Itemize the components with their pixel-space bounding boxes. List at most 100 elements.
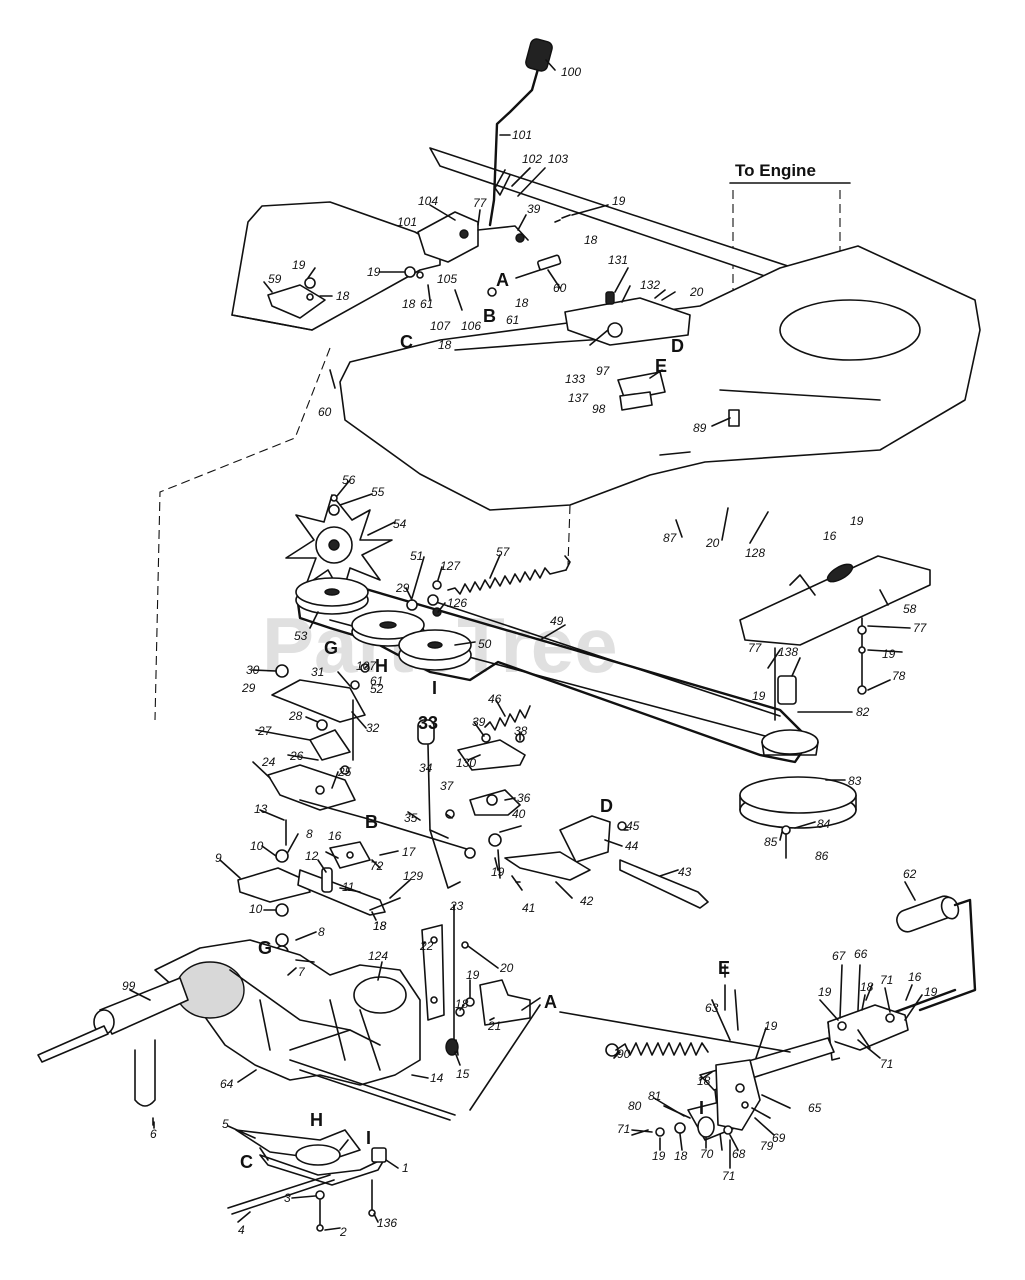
callout: 101: [397, 215, 417, 229]
axle-99: [37, 977, 189, 1063]
ref-letter: I: [432, 678, 437, 698]
callout: 31: [311, 665, 324, 679]
callout: 132: [640, 278, 660, 292]
callout: 71: [617, 1122, 630, 1136]
callout: 84: [817, 817, 831, 831]
callout: 12: [305, 849, 319, 863]
callout: 36: [517, 791, 531, 805]
callout: 1: [402, 1161, 409, 1175]
ubolt-6: [134, 1039, 156, 1126]
clutch-spring-46: [484, 705, 531, 731]
callout: 45: [626, 819, 640, 833]
callout: 26: [289, 749, 304, 763]
callout: 67: [832, 949, 847, 963]
callout: 103: [548, 152, 568, 166]
callout: 18: [455, 997, 469, 1011]
ref-letter: A: [496, 270, 509, 290]
callout: 27: [257, 724, 273, 738]
callout: 19: [818, 985, 832, 999]
callout: 30: [246, 663, 260, 677]
callout: 17: [402, 845, 417, 859]
callout: 85: [764, 835, 778, 849]
callout: 105: [437, 272, 457, 286]
callout: 83: [848, 774, 862, 788]
clutch-bracket-58: [739, 555, 931, 695]
pulleys: [295, 577, 472, 671]
callout: 53: [294, 629, 308, 643]
callout: 124: [368, 949, 388, 963]
callout: 35: [404, 811, 418, 825]
callout: 25: [337, 765, 352, 779]
callout: 19: [850, 514, 864, 528]
callout: 14: [430, 1071, 444, 1085]
callout: 98: [592, 402, 606, 416]
callout: 138: [778, 645, 798, 659]
callout: 60: [553, 281, 567, 295]
callout: 49: [550, 614, 564, 628]
callout: 107: [356, 659, 377, 673]
callout: 137: [568, 391, 589, 405]
shift-linkage: [237, 819, 401, 981]
ref-letter: G: [324, 638, 338, 658]
callout: 20: [689, 285, 704, 299]
callout: 18: [402, 297, 416, 311]
callout: 19: [882, 647, 896, 661]
callout: 46: [488, 692, 502, 706]
callout: 64: [220, 1077, 234, 1091]
callout: 69: [772, 1131, 786, 1145]
callout: 79: [760, 1139, 774, 1153]
callout: 99: [122, 979, 136, 993]
brake-lever-plates: [631, 1059, 761, 1141]
callout: 130: [456, 756, 476, 770]
callout: 57: [496, 545, 511, 559]
callout: 37: [440, 779, 455, 793]
callout: 63: [705, 1001, 719, 1015]
callout: 43: [678, 865, 692, 879]
callout: 22: [419, 939, 434, 953]
callout: 29: [241, 681, 256, 695]
brake-arm-1-5: [227, 1129, 387, 1232]
callout: 10: [249, 902, 263, 916]
callout: 20: [499, 961, 514, 975]
callout: 18: [373, 919, 387, 933]
callout: 62: [903, 867, 917, 881]
callout: 19: [292, 258, 306, 272]
callout: 71: [722, 1169, 735, 1183]
callout: 10: [250, 839, 264, 853]
callout: 42: [580, 894, 594, 908]
callout: 18: [438, 338, 452, 352]
ref-letter: D: [600, 796, 613, 816]
brake-rod-14: [289, 1059, 456, 1121]
callout: 40: [512, 807, 526, 821]
callout: 16: [823, 529, 837, 543]
rod-63: [559, 989, 791, 1053]
reference-letters: A B C D E G H I B D G A E H C I I: [240, 270, 730, 1172]
shift-bracket: [417, 169, 529, 263]
ref-letter: A: [544, 992, 557, 1012]
ref-letter: G: [258, 938, 272, 958]
callout: 77: [913, 621, 928, 635]
callout: 32: [366, 721, 380, 735]
callout: 50: [478, 637, 492, 651]
callout: 19: [612, 194, 626, 208]
callout: 18: [860, 980, 874, 994]
callout: 8: [318, 925, 325, 939]
callout: 106: [461, 319, 481, 333]
clutch-rod: [299, 719, 476, 889]
callout: 5: [222, 1117, 229, 1131]
callout: 29: [395, 581, 410, 595]
callout: 18: [336, 289, 350, 303]
ref-letter: H: [375, 656, 388, 676]
callout: 16: [328, 829, 342, 843]
upper-hardware: [267, 214, 571, 319]
callout: 100: [561, 65, 581, 79]
ref-letter: B: [483, 306, 496, 326]
callout: 38: [514, 724, 528, 738]
callout: 7: [298, 965, 306, 979]
transaxle: [154, 939, 421, 1086]
ref-letter: E: [718, 958, 730, 978]
callout: 18: [674, 1149, 688, 1163]
callout: 23: [449, 899, 464, 913]
callout: 90: [617, 1047, 631, 1061]
callout: 19: [924, 985, 938, 999]
